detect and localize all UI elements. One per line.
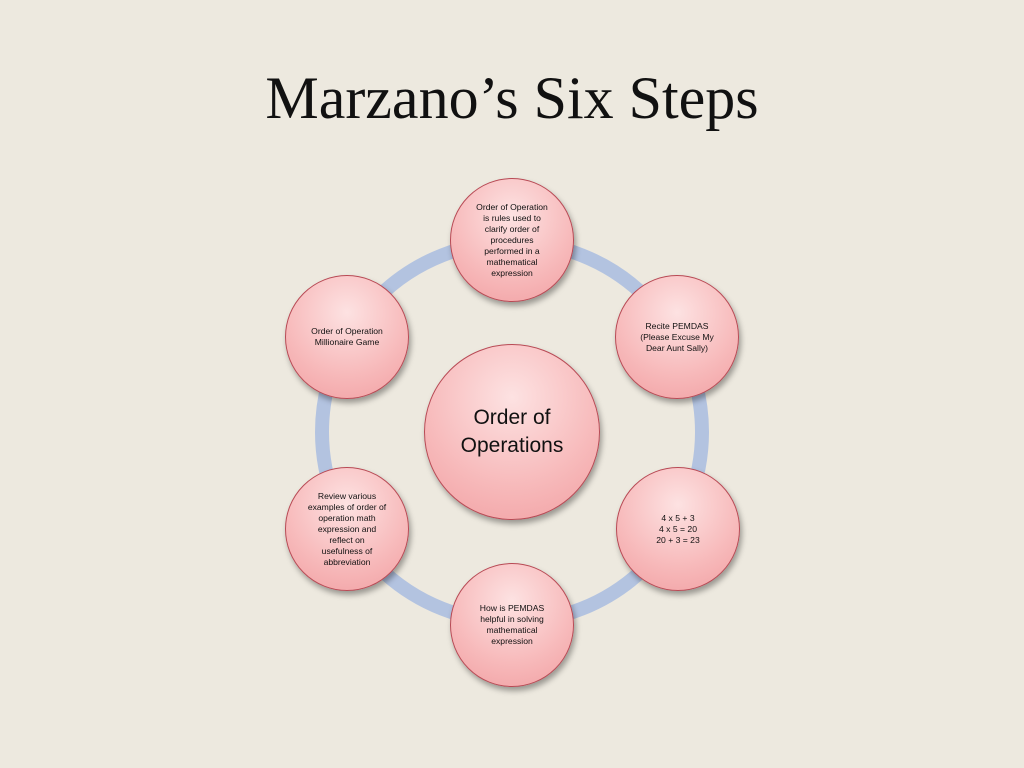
step-node-3: 4 x 5 + 3 4 x 5 = 20 20 + 3 = 23 xyxy=(616,467,740,591)
step-node-4: How is PEMDAS helpful in solving mathema… xyxy=(450,563,574,687)
step-node-1: Order of Operation is rules used to clar… xyxy=(450,178,574,302)
step-node-2-label: Recite PEMDAS (Please Excuse My Dear Aun… xyxy=(640,320,714,353)
step-node-2: Recite PEMDAS (Please Excuse My Dear Aun… xyxy=(615,275,739,399)
step-node-5-label: Review various examples of order of oper… xyxy=(307,490,387,567)
step-node-6: Order of Operation Millionaire Game xyxy=(285,275,409,399)
step-node-1-label: Order of Operation is rules used to clar… xyxy=(476,201,548,278)
step-node-3-label: 4 x 5 + 3 4 x 5 = 20 20 + 3 = 23 xyxy=(656,512,700,545)
step-node-5: Review various examples of order of oper… xyxy=(285,467,409,591)
step-node-4-label: How is PEMDAS helpful in solving mathema… xyxy=(479,603,545,646)
slide-title: Marzano’s Six Steps xyxy=(265,65,759,131)
center-node-label: Order of Operations xyxy=(460,406,564,457)
step-node-6-label: Order of Operation Millionaire Game xyxy=(311,326,383,347)
center-node: Order of Operations xyxy=(424,344,600,520)
